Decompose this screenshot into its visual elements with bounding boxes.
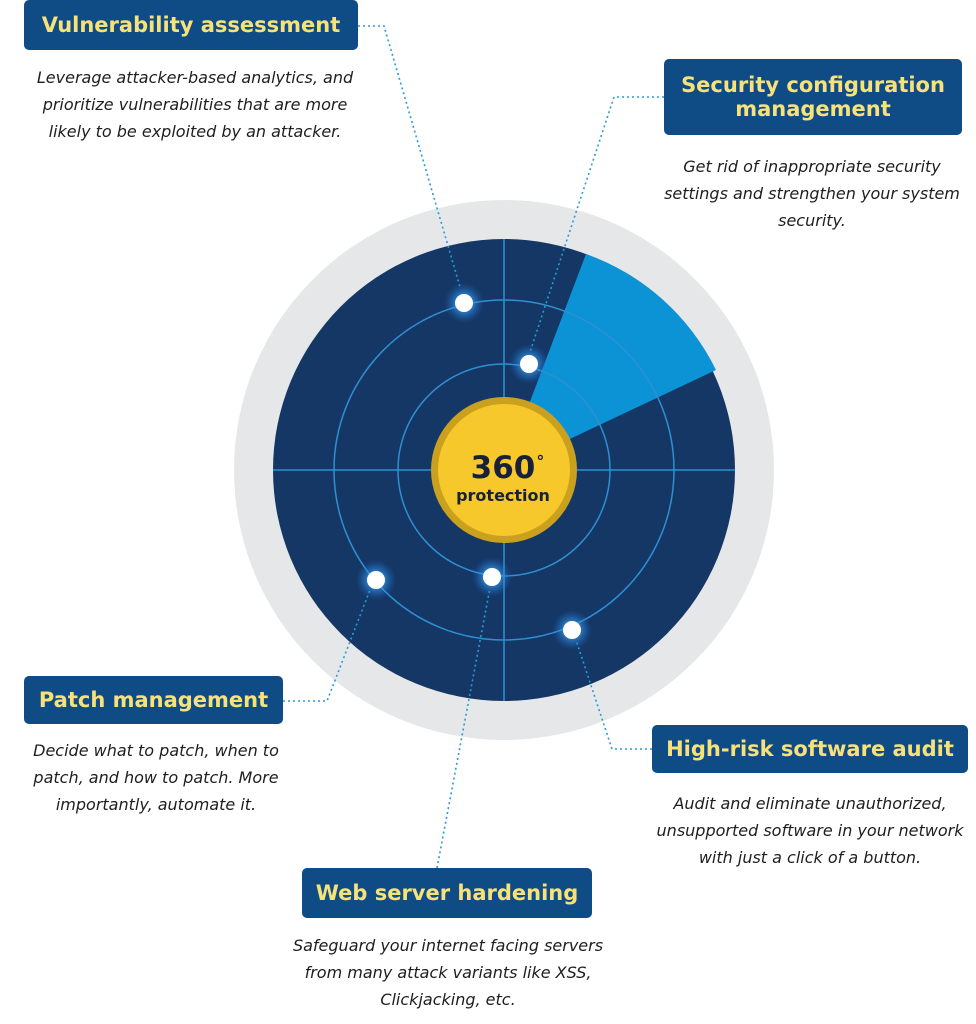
radar-node-high-risk — [552, 610, 592, 650]
center-circle — [438, 404, 570, 536]
center-label: 360° protection — [433, 414, 573, 544]
radar-node-vulnerability — [444, 283, 484, 323]
degree-symbol: ° — [536, 452, 545, 471]
patch-management-description: Decide what to patch, when to patch, and… — [33, 741, 279, 814]
center-subtitle: protection — [456, 486, 550, 505]
patch-management-title: Patch management — [24, 676, 283, 724]
vulnerability-assessment-title: Vulnerability assessment — [24, 0, 358, 50]
web-server-hardening-title: Web server hardening — [302, 868, 592, 918]
center-number: 360° — [471, 452, 545, 484]
connector-high-risk — [575, 639, 652, 750]
radar-node-web-server — [472, 557, 512, 597]
security-configuration-management-title: Security configuration management — [664, 59, 962, 135]
radar-node-security-config — [509, 344, 549, 384]
connector-vulnerability — [358, 25, 461, 288]
web-server-hardening-description: Safeguard your internet facing servers f… — [292, 936, 604, 1009]
connector-security-config — [529, 96, 664, 353]
security-configuration-management-description: Get rid of inappropriate security settin… — [664, 157, 960, 230]
radar-node-patch — [356, 560, 396, 600]
high-risk-software-audit-description: Audit and eliminate unauthorized, unsupp… — [656, 794, 964, 867]
radar-sweep — [504, 254, 716, 470]
high-risk-software-audit-title: High-risk software audit — [652, 725, 968, 773]
vulnerability-assessment-description: Leverage attacker-based analytics, and p… — [36, 68, 354, 141]
